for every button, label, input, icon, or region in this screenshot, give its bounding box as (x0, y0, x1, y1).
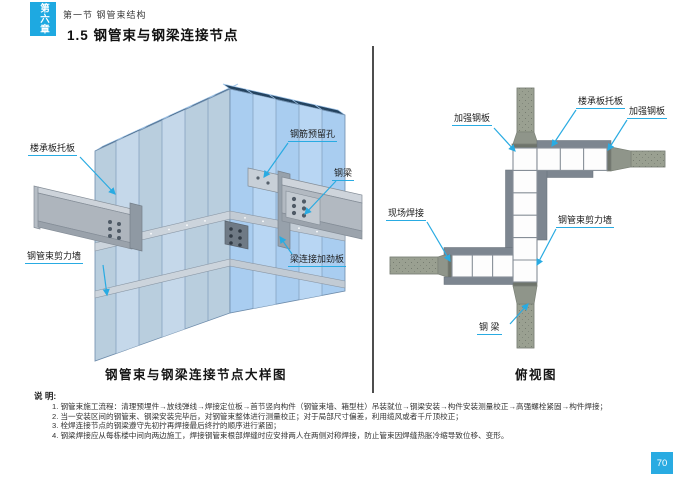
label-steel-beam: 钢 梁 (477, 322, 502, 335)
figure-divider (372, 46, 374, 393)
note-item: 2. 当一安装区间的钢管束、钢梁安装完毕后，对钢管束整体进行测量校正；对于局部尺… (52, 411, 463, 421)
notes-heading: 说 明: (34, 391, 57, 401)
label-tube-bundle-shear-wall: 钢管束剪力墙 (25, 251, 84, 264)
section-header: 第一节 钢管束结构 (63, 10, 147, 20)
detail-figure: 楼承板托板 钢筋预留孔 钢梁 钢管束剪力墙 梁连接加劲板 (20, 53, 372, 365)
label-site-weld: 现场焊接 (386, 208, 427, 221)
label-reinforcing-plate-right: 加强钢板 (627, 106, 668, 119)
label-tube-bundle-shear-wall: 钢管束剪力墙 (556, 215, 615, 228)
label-beam-connection-stiffener: 梁连接加劲板 (288, 254, 347, 267)
top-view-figure: 加强钢板 楼承板托板 加强钢板 现场焊接 钢管束剪力墙 钢 梁 (380, 80, 698, 370)
label-floor-deck-bracket: 楼承板托板 (28, 143, 78, 156)
note-item: 3. 栓焊连接节点的钢梁遵守先初拧再焊接最后终拧的顺序进行紧固； (52, 421, 281, 431)
detail-figure-drawing (33, 83, 363, 362)
note-item: 1. 钢管束施工流程：清理预埋件→放线弹线→焊接定位板→首节竖向构件（钢管束墙、… (52, 402, 608, 411)
label-steel-beam: 钢梁 (332, 168, 355, 181)
label-rebar-reserved-hole: 钢筋预留孔 (288, 129, 338, 142)
detail-figure-caption: 钢管束与钢梁连接节点大样图 (104, 368, 287, 382)
page-number-badge: 70 (651, 452, 673, 474)
top-view-caption: 俯视图 (514, 368, 557, 382)
label-floor-deck-bracket: 楼承板托板 (576, 96, 626, 109)
page-title: 1.5 钢管束与钢梁连接节点 (67, 28, 239, 43)
top-view-drawing (389, 87, 666, 349)
label-reinforcing-plate-left: 加强钢板 (452, 113, 493, 126)
note-item: 4. 钢梁焊接应从每栋楼中间向两边施工，焊接钢管束根部焊缝时应安排两人在两侧对称… (52, 431, 509, 441)
chapter-tab: 第六章 (30, 2, 56, 36)
notes-list: 1. 钢管束施工流程：清理预埋件→放线弹线→焊接定位板→首节竖向构件（钢管束墙、… (52, 402, 694, 441)
